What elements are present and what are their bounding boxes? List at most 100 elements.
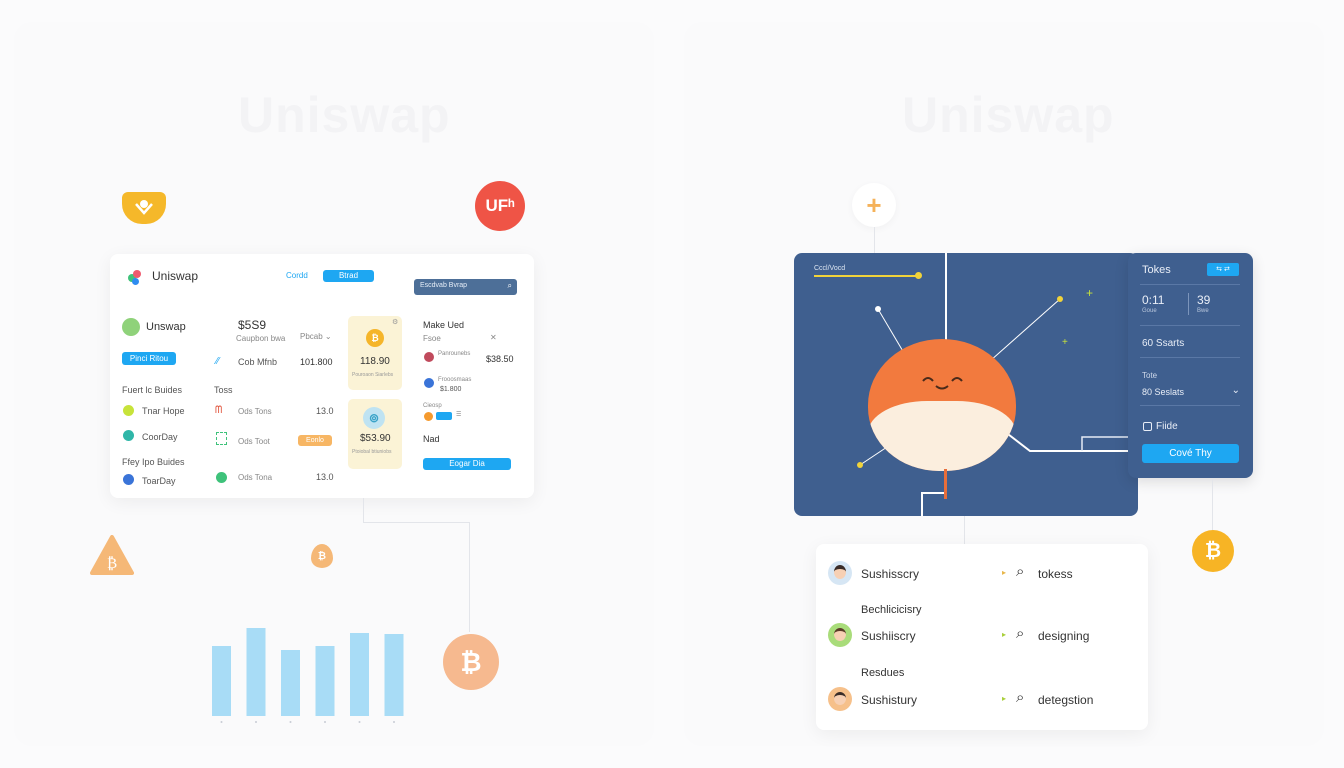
item-icon [424, 352, 434, 362]
mascot-belly [868, 401, 1016, 471]
item-icon [123, 405, 134, 416]
right-item-label: Cieosp [423, 403, 442, 409]
list-item-action[interactable]: tokess [1038, 567, 1073, 581]
list-item-action[interactable]: designing [1038, 629, 1090, 643]
right-action-button[interactable]: Eogar Dia [423, 458, 511, 470]
price-main: $5S9 [238, 318, 267, 332]
stat-a-sub: Goue [1142, 308, 1157, 314]
svg-text:₿: ₿ [107, 554, 117, 572]
list-item-action[interactable]: detegstion [1038, 693, 1094, 707]
checkbox[interactable] [1143, 422, 1152, 431]
illustration-scene: Cccl/Vocd + + [794, 253, 1138, 516]
list-item-name[interactable]: Sushistury [861, 693, 918, 707]
tokens-label: Toss [214, 385, 233, 395]
trend-icon: ⁄⁄ [216, 356, 220, 367]
bitcoin-icon: ₿ [443, 634, 499, 690]
chart-tick [393, 721, 395, 723]
chart-bar [384, 634, 404, 716]
section-1-title: Fuert lc Buides [122, 385, 183, 395]
settings-icon[interactable]: ⚙ [392, 319, 399, 326]
token-icon: ᗰ [215, 405, 223, 416]
divider [1188, 293, 1189, 315]
list-heading: Resdues [861, 667, 905, 679]
search-icon[interactable]: ⌕ [1016, 689, 1025, 706]
price-sub: Caupbon bwa [236, 334, 286, 343]
connector-line [874, 227, 875, 255]
right-item-label: Panrounebs [438, 351, 471, 357]
close-icon[interactable]: ✕ [490, 333, 497, 342]
list-item-name[interactable]: Sushisscry [861, 567, 920, 581]
chevron-down-icon: ⌄ [1231, 385, 1240, 396]
side-panel-button[interactable]: Cové Thy [1142, 444, 1239, 463]
right-item-label: Frooosmaas [438, 377, 472, 383]
chart-tick [220, 721, 223, 723]
card-a-value: 118.90 [360, 356, 390, 367]
section-2-item-1[interactable]: ToarDay [142, 476, 176, 486]
uniswap-logo-icon [128, 270, 142, 285]
connector-line [469, 522, 470, 632]
card-b-sub: Ptoiobal btiuniobs [352, 449, 392, 455]
stat-a: 0:11 [1142, 293, 1165, 307]
bitcoin-triangle-icon: ₿ [90, 535, 134, 575]
select-dropdown[interactable]: 80 Seslats ⌄ [1140, 384, 1240, 402]
token-row-name[interactable]: Ods Tons [238, 407, 272, 416]
svg-text:+: + [1062, 337, 1068, 348]
right-item-value: $38.50 [486, 354, 514, 364]
connector-line [363, 498, 364, 522]
search-placeholder: Escdvab Bvrap [420, 282, 468, 289]
select-value: 80 Seslats [1142, 387, 1185, 397]
list-item-name[interactable]: Sushiiscry [861, 629, 916, 643]
list-card [816, 544, 1148, 730]
right-col-sub: Fsoe [423, 334, 441, 343]
app-title: Uniswap [152, 269, 199, 283]
account-name: Unswap [146, 321, 186, 333]
avatar [828, 687, 852, 711]
left-watermark: Uniswap [238, 87, 451, 143]
side-row-1[interactable]: 60 Ssarts [1142, 338, 1185, 349]
token-row-name[interactable]: Ods Toot [238, 437, 270, 446]
dropdown[interactable]: Pbcab ⌄ [300, 332, 332, 341]
asset-card[interactable]: ₿ 118.90 Pouroaon Siarlebs [348, 316, 402, 390]
divider [1140, 357, 1240, 358]
item-icon [123, 474, 134, 485]
search-icon[interactable]: ⌕ [1016, 563, 1025, 580]
item-icon [424, 412, 433, 421]
caret-icon: ▸ [1002, 630, 1007, 639]
divider [1140, 405, 1240, 406]
list-heading: Bechlicicisry [861, 604, 922, 616]
stat-b-sub: Bwe [1197, 308, 1209, 314]
account-button[interactable]: Pinci Ritou [122, 352, 176, 365]
avatar [828, 623, 852, 647]
nav-link[interactable]: Cordd [286, 271, 308, 280]
chart-tick [358, 721, 361, 723]
pill-badge: Eonlo [298, 435, 332, 446]
toggle[interactable] [436, 412, 452, 420]
caret-icon: ▸ [1002, 694, 1007, 703]
section-2-title: Ffey Ipo Buides [122, 457, 185, 467]
svg-text:+: + [1086, 286, 1093, 300]
asset-card[interactable]: ⊚ $53.90 Ptoiobal btiuniobs [348, 399, 402, 469]
fingerprint-icon: ⊚ [363, 407, 385, 429]
account-avatar [122, 318, 140, 336]
drop-coin-icon: ₿ [311, 544, 333, 568]
progress-dot [915, 272, 922, 279]
avatar [828, 561, 852, 585]
uf-badge: UFʰ [475, 181, 525, 231]
search-input[interactable]: Escdvab Bvrap ⌕ [414, 279, 517, 295]
chart-bar [315, 646, 335, 716]
chart-bar [281, 650, 300, 716]
progress-line [814, 275, 918, 277]
token-row-name[interactable]: Ods Tona [238, 473, 273, 482]
search-icon[interactable]: ⌕ [1016, 625, 1025, 642]
more-icon: ☰ [456, 412, 462, 418]
card-a-sub: Pouroaon Siarlebs [352, 372, 394, 378]
divider [1140, 325, 1240, 326]
toggle-icon[interactable]: ⇆ ⇄ [1207, 263, 1239, 276]
section-1-item-1[interactable]: Tnar Hope [142, 406, 185, 416]
section-1-item-2[interactable]: CoorDay [142, 432, 178, 442]
nav-button[interactable]: Btrad [323, 270, 374, 282]
bitcoin-icon: ₿ [366, 329, 384, 347]
search-icon: ⌕ [507, 281, 512, 290]
shield-badge-icon [122, 192, 166, 224]
mascot-character [868, 339, 1016, 471]
